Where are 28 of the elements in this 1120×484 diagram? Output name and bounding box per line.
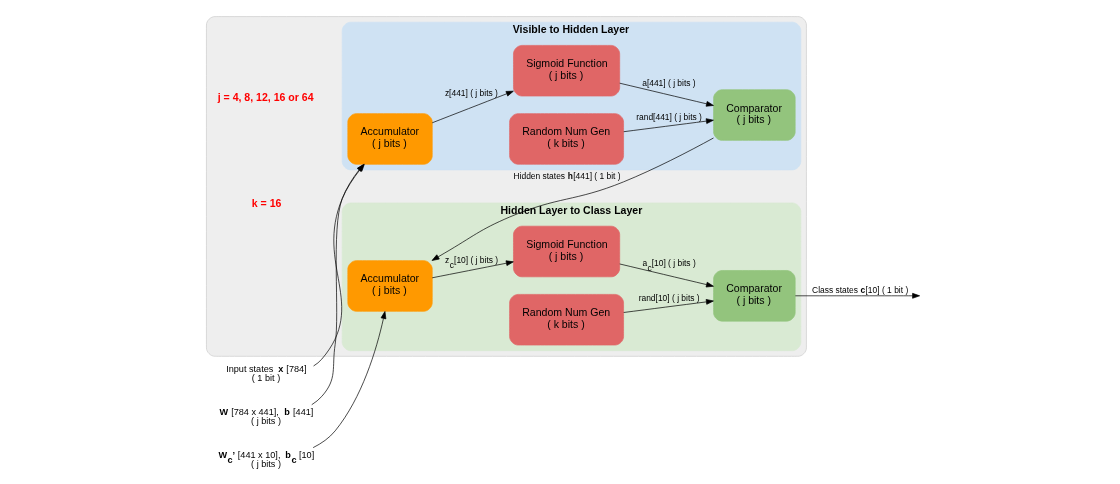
edge-label: z[441] ( j bits ): [444, 88, 498, 99]
arrow: [618, 263, 714, 288]
edge-label: a[441] ( j bits ): [641, 77, 696, 88]
arrow: [431, 137, 714, 261]
node-text: Input states x [784] ( 1 bit ): [225, 364, 307, 384]
node-box: Sigmoid Function ( j bits ): [512, 225, 620, 278]
arrow: [622, 299, 714, 313]
edge-label: Hidden states h[441] ( 1 bit ): [512, 170, 621, 181]
label: k = 16: [251, 196, 281, 209]
node-box: Accumulator ( j bits ): [346, 113, 433, 165]
edge-label: rand[441] ( j bits ): [635, 112, 702, 123]
node-box: Sigmoid Function ( j bits ): [512, 45, 620, 97]
arrow: [622, 118, 714, 133]
arrow: [618, 82, 714, 107]
edge-label: rand[10] ( j bits ): [638, 293, 700, 304]
arrow: [312, 311, 386, 448]
edge-label: Class states c[10] ( 1 bit ): [811, 284, 908, 295]
node-box: Random Num Gen ( k bits ): [508, 113, 624, 165]
node-box: Comparator ( j bits ): [712, 89, 796, 141]
node-box: Random Num Gen ( k bits ): [508, 294, 624, 346]
node-box: Accumulator ( j bits ): [346, 260, 433, 312]
cluster: [205, 16, 807, 357]
label: j = 4, 8, 12, 16 or 64: [217, 90, 314, 103]
node-text: W [784 x 441], b [441] ( j bits ): [218, 406, 313, 427]
arrow: [431, 90, 514, 124]
node-box: Comparator ( j bits ): [712, 270, 796, 322]
arrow: [794, 293, 920, 299]
arrow: [431, 260, 514, 279]
